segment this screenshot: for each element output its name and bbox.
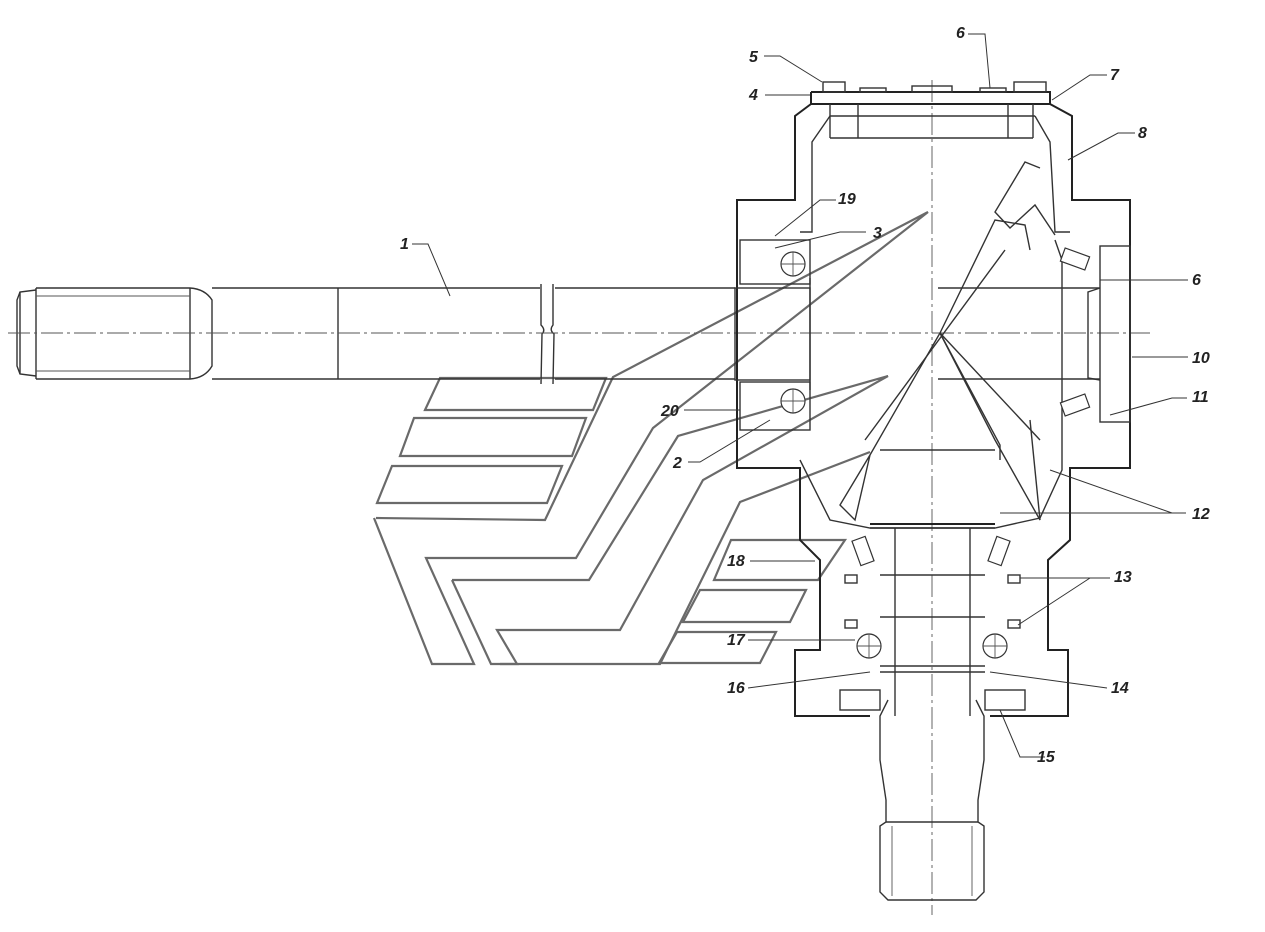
callout-14: 14 xyxy=(1111,680,1129,697)
callout-6-right: 6 xyxy=(1192,272,1201,289)
callout-3: 3 xyxy=(873,225,882,242)
callout-1: 1 xyxy=(400,236,409,253)
callout-13: 13 xyxy=(1114,569,1132,586)
output-shaft xyxy=(839,528,1026,901)
callout-5: 5 xyxy=(749,49,759,66)
callout-11: 11 xyxy=(1192,389,1209,406)
callout-8: 8 xyxy=(1138,125,1147,142)
bevel-gears xyxy=(839,161,1100,529)
callout-4: 4 xyxy=(748,87,758,104)
input-shaft xyxy=(16,284,735,385)
callout-6-top: 6 xyxy=(956,25,965,42)
leader-lines xyxy=(412,33,1188,758)
callout-15: 15 xyxy=(1037,749,1056,766)
callout-18: 18 xyxy=(727,553,745,570)
callout-16: 16 xyxy=(727,680,745,697)
callout-17: 17 xyxy=(727,632,746,649)
callout-2: 2 xyxy=(672,455,682,472)
callout-12: 12 xyxy=(1192,506,1210,523)
callout-20: 20 xyxy=(660,403,679,420)
callout-7: 7 xyxy=(1110,67,1120,84)
callout-19: 19 xyxy=(838,191,856,208)
bearings xyxy=(780,247,1091,659)
callout-10: 10 xyxy=(1192,350,1210,367)
callouts: 1 2 3 4 5 6 6 7 8 10 11 12 13 14 15 16 1… xyxy=(400,25,1210,766)
watermark-logo xyxy=(372,211,929,666)
